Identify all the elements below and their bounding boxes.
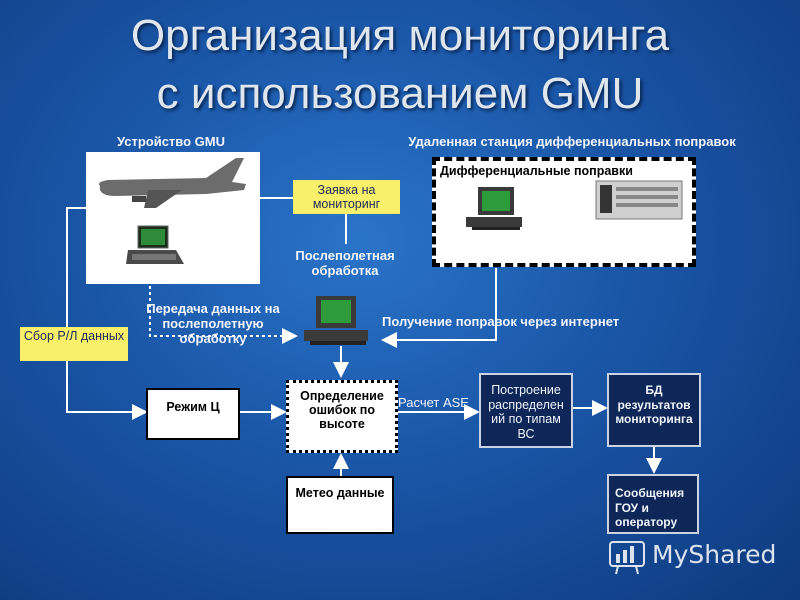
remote-station-label: Удаленная станция дифференциальных попра…	[408, 134, 736, 149]
transfer-label: Передача данных на послеполетную обработ…	[146, 301, 280, 346]
ase-label: Расчет ASE	[398, 395, 469, 410]
desktop-computer-icon	[466, 187, 522, 230]
post-flight-label: Послеполетная обработка	[295, 248, 395, 278]
db-results-box: БД результатов мониторинга	[607, 373, 701, 447]
gmu-device-box	[86, 152, 260, 284]
feedback-line	[66, 207, 148, 420]
page-title-line1: Организация мониторинга	[130, 11, 670, 60]
remote-station-box: Дифференциальные поправки	[432, 157, 696, 267]
distribution-box: Построение распределен ий по типам ВС	[479, 373, 573, 448]
diff-corrections-label: Дифференциальные поправки	[440, 164, 633, 178]
gmu-device-label: Устройство GMU	[116, 134, 226, 149]
airplane-icon	[99, 158, 246, 208]
meteo-data-label: Метео данные	[295, 486, 385, 500]
chart-logo-icon	[609, 541, 645, 575]
mode-c-box: Режим Ц	[146, 388, 240, 440]
internet-label: Получение поправок через интернет	[382, 314, 620, 329]
collect-data-box: Сбор Р/Л данных	[20, 327, 128, 361]
internet-line	[381, 268, 497, 348]
meteo-data-box: Метео данные	[286, 476, 394, 534]
height-errors-box: Определение ошибок по высоте	[286, 380, 398, 453]
request-monitoring-box: Заявка на мониторинг	[293, 180, 400, 214]
page-title-line2: с использованием GMU	[156, 69, 644, 118]
desktop-computer-icon	[304, 296, 368, 345]
watermark-text: MyShared	[652, 540, 777, 569]
mode-c-label: Режим Ц	[166, 400, 220, 414]
height-errors-label: Определение ошибок по высоте	[300, 389, 384, 431]
messages-box: Сообщения ГОУ и оператору	[607, 474, 699, 534]
receiver-device-icon	[595, 180, 683, 220]
laptop-icon	[126, 225, 184, 264]
